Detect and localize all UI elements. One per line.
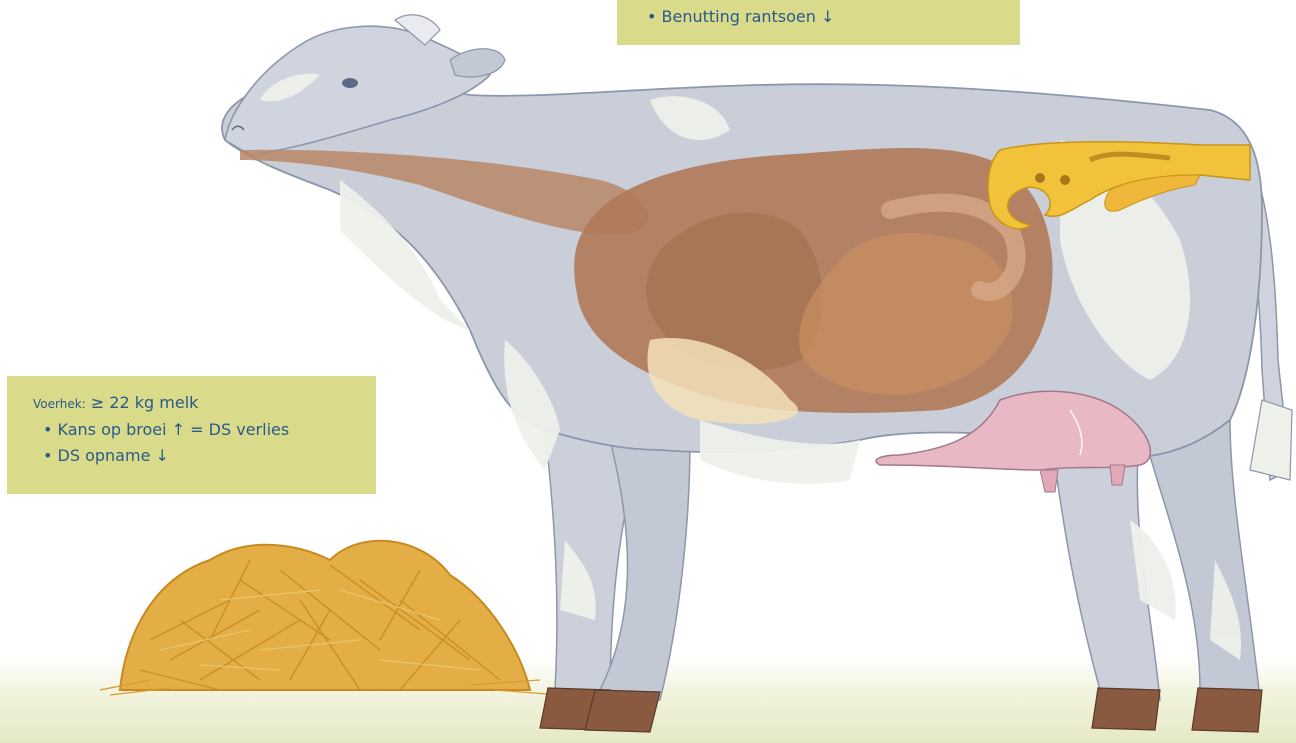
note-feeding-title: Voerhek: ≥ 22 kg melk <box>33 390 376 417</box>
note-feeding-title-value: ≥ 22 kg melk <box>91 393 199 412</box>
note-ration-efficiency: • Benutting rantsoen ↓ <box>617 0 1020 45</box>
note-feeding-title-prefix: Voerhek: <box>33 397 86 411</box>
hay-pile-icon <box>100 541 560 695</box>
note-feeding-bullet-2: • DS opname ↓ <box>33 443 376 469</box>
note-top-bullet-1: • Benutting rantsoen ↓ <box>647 7 1020 26</box>
note-feeding-fence: Voerhek: ≥ 22 kg melk • Kans op broei ↑ … <box>7 376 376 494</box>
note-feeding-bullet-1: • Kans op broei ↑ = DS verlies <box>33 417 376 443</box>
